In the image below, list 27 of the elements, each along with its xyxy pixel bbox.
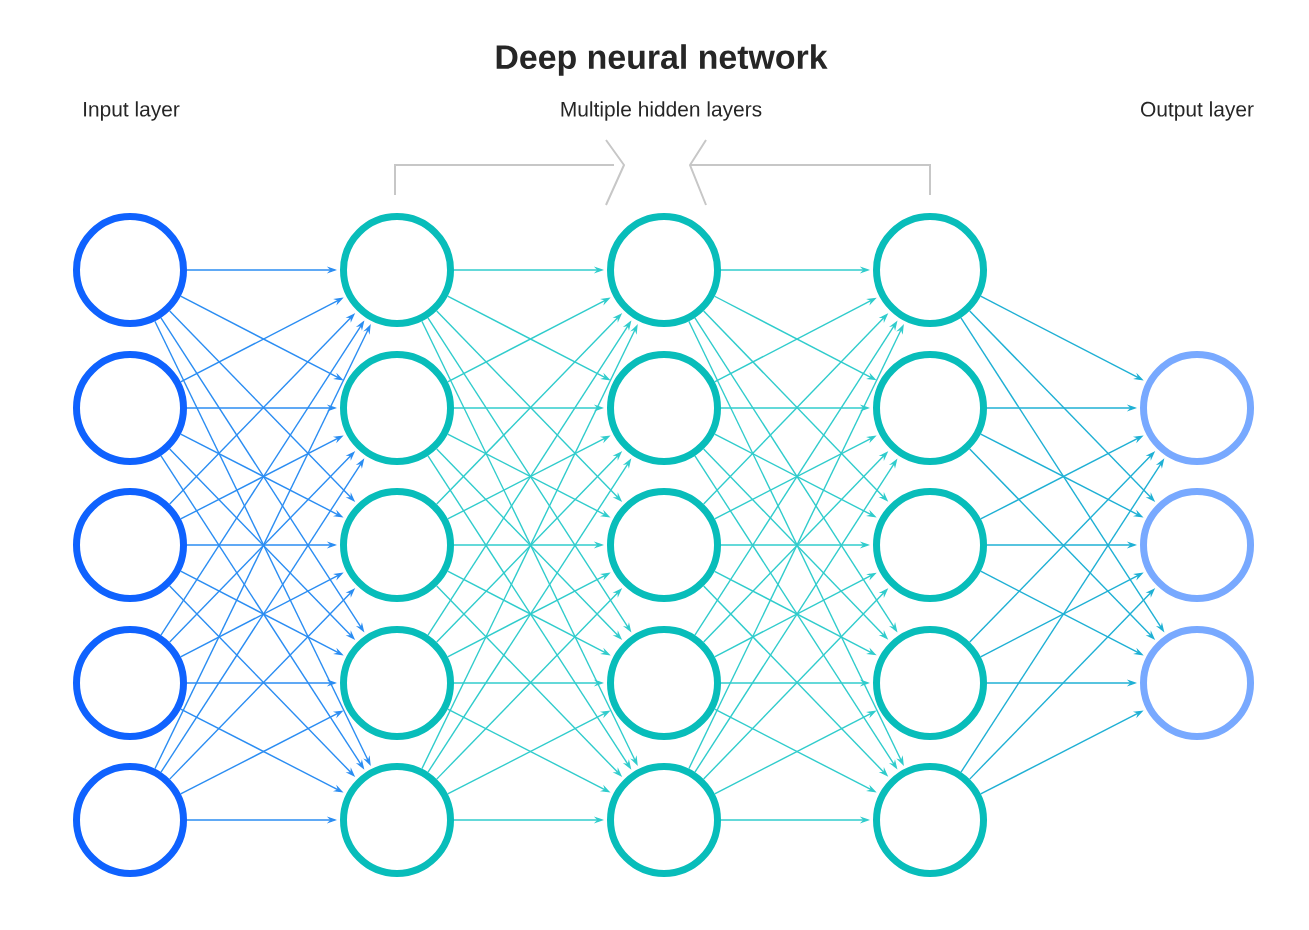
neuron-circle [340,213,454,327]
neuron-circle [607,351,721,465]
neuron-circle [1140,488,1254,602]
neuron-circle [73,351,187,465]
neuron-circle [340,351,454,465]
neuron-circle [873,213,987,327]
neuron-circle [607,763,721,877]
neuron-circle [607,488,721,602]
neuron-circle [340,488,454,602]
neuron-circle [607,213,721,327]
neuron-circle [340,626,454,740]
layer-label: Output layer [1141,101,1254,121]
neuron-circle [340,763,454,877]
neuron-circle [873,351,987,465]
neuron-circle [73,213,187,327]
neuron-circle [873,488,987,602]
layer-label: Multiple hidden layers [561,101,762,121]
neuron-circle [873,626,987,740]
neuron-circle [607,626,721,740]
neuron-circle [73,626,187,740]
neuron-circle [1140,626,1254,740]
neuron-circle [73,763,187,877]
neuron-circle [1140,351,1254,465]
layer-label: Input layer [84,101,180,121]
neuron-circle [73,488,187,602]
title: Deep neural network [496,44,828,76]
neuron-circle [873,763,987,877]
